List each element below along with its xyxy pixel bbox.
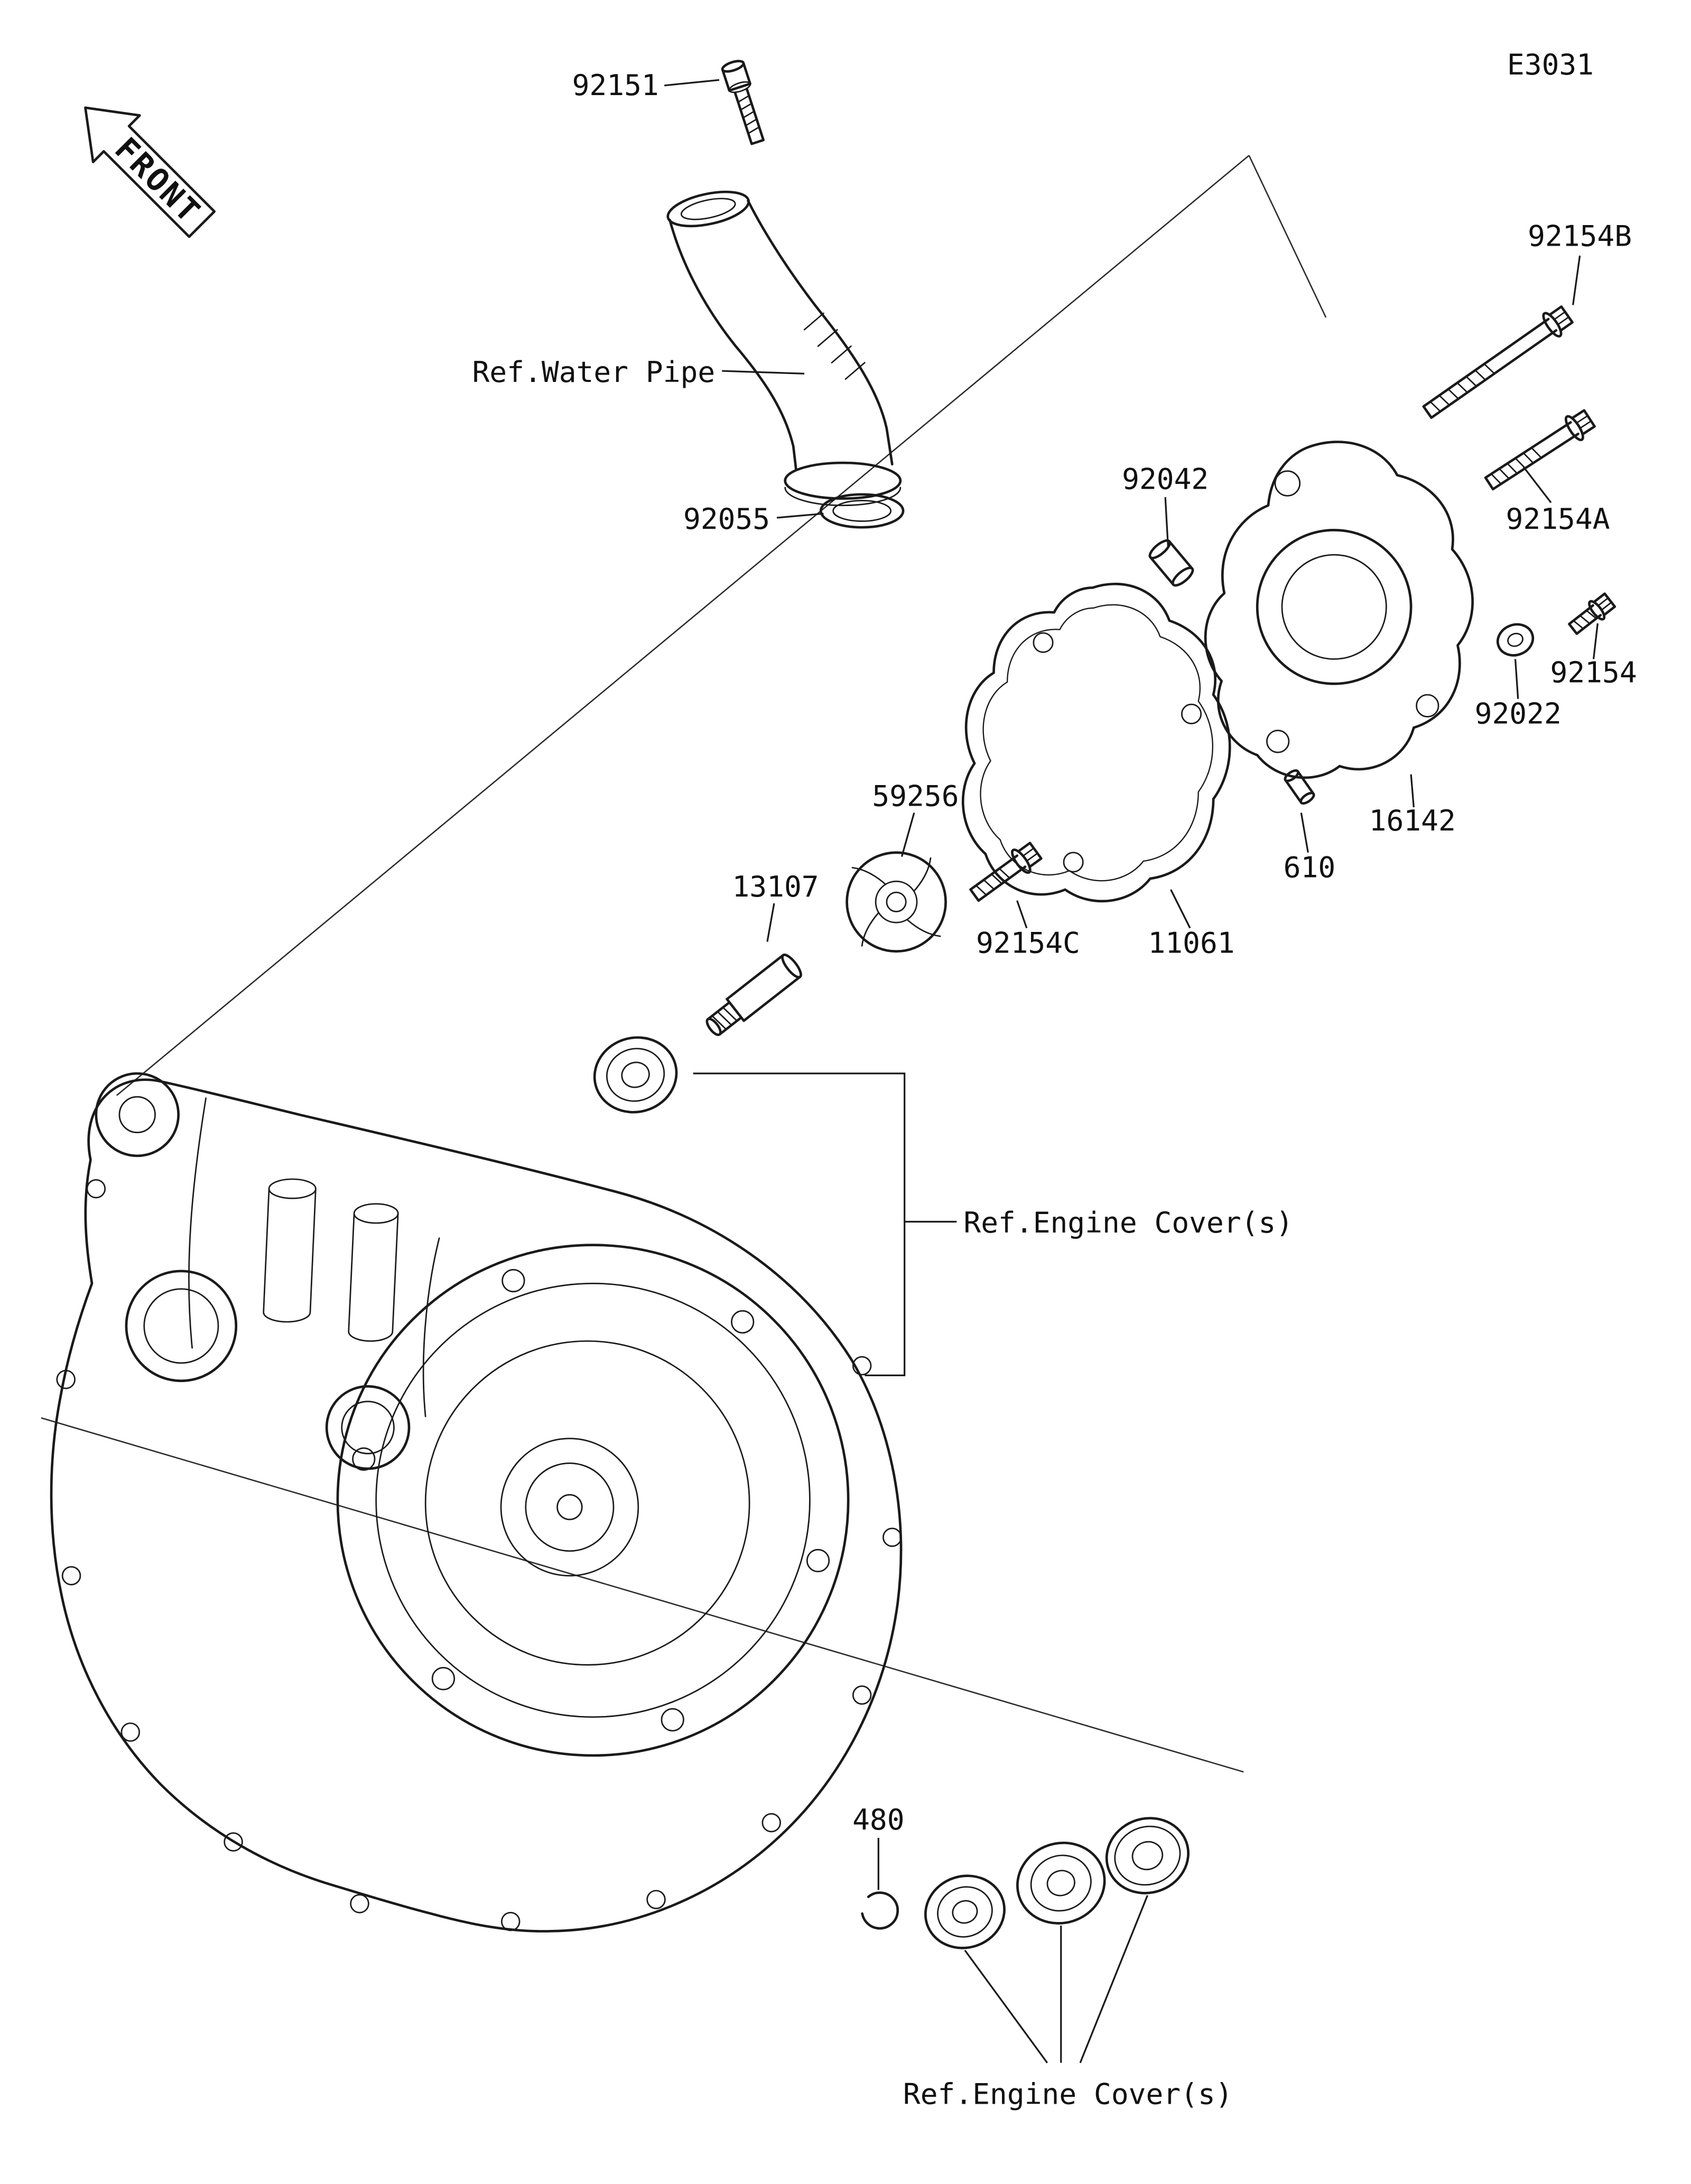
cover-left-opening (125, 1270, 238, 1383)
pipe-mouth-outer (666, 190, 750, 228)
gasket-11061 (961, 583, 1231, 903)
oil-seal-bottom (1105, 1817, 1190, 1894)
snap-ring-480 (860, 1891, 899, 1930)
cover-main-ring-3 (424, 1340, 750, 1666)
label-92055: 92055 (683, 502, 770, 536)
label-92042: 92042 (1122, 462, 1209, 496)
bolt-92154B (1422, 305, 1574, 419)
leader-engine-cover-mid (693, 1072, 957, 1376)
leader-11061 (1170, 889, 1191, 929)
bolt-92154C (969, 842, 1043, 902)
water-pump-cover-16142 (1204, 441, 1474, 779)
cover-rib-2 (422, 1237, 440, 1417)
pump-cover-outline (1204, 441, 1474, 779)
cover-seal-bore (325, 1385, 411, 1470)
pipe-inner-edge (668, 219, 797, 471)
leader-92042 (1164, 497, 1169, 547)
leader-92154 (1592, 623, 1599, 659)
bolt-92154 (1568, 592, 1616, 635)
shaft-13107 (705, 953, 802, 1037)
pump-cover-dome (1256, 529, 1413, 685)
label-610: 610 (1284, 851, 1336, 884)
cover-left-opening-inner (143, 1288, 219, 1364)
axis-line-lower (41, 1417, 1244, 1773)
engine-cover (50, 1072, 903, 1933)
label-59256: 59256 (872, 779, 959, 813)
label-13107: 13107 (732, 870, 819, 903)
cover-boss (95, 1072, 180, 1158)
pin-610 (1284, 769, 1315, 805)
label-92022: 92022 (1475, 697, 1562, 731)
leader-92154B (1572, 255, 1581, 305)
cover-hub-inner (525, 1462, 615, 1552)
label-480: 480 (852, 1803, 905, 1836)
cover-main-ring-outer (336, 1244, 850, 1757)
cover-boss-hole (118, 1096, 156, 1133)
cover-hub-hole (556, 1494, 583, 1520)
cover-main-ring-inner (375, 1282, 811, 1718)
leader-92151 (664, 79, 720, 87)
leader-92154C (1016, 900, 1028, 929)
water-pipe (666, 190, 902, 506)
axis-lines (41, 155, 1327, 1773)
label-ref-engine-cover-bottom: Ref.Engine Cover(s) (903, 2077, 1233, 2111)
leader-92154A (1522, 466, 1552, 503)
leader-lines (664, 79, 1599, 2064)
front-arrow-label: FRONT (107, 131, 208, 231)
cover-seal-bore-inner (341, 1401, 395, 1454)
label-ref-engine-cover-mid: Ref.Engine Cover(s) (963, 1206, 1293, 1239)
leader-610 (1300, 813, 1309, 853)
impeller-59256 (846, 851, 947, 953)
cover-rib-1 (188, 1097, 207, 1349)
cover-perimeter-holes (56, 1179, 902, 1931)
part-labels: E3031 92151 Ref.Water Pipe 92055 92042 9… (472, 48, 1637, 2111)
label-11061: 11061 (1148, 926, 1234, 959)
washer-92022 (1496, 623, 1535, 657)
pipe-flange-thickness (784, 487, 902, 506)
label-92151: 92151 (572, 68, 659, 102)
gasket-inner-line (980, 604, 1214, 882)
bolt-92154A (1484, 409, 1596, 491)
pipe-flange (784, 461, 902, 500)
pump-cover-dome-inner (1281, 554, 1387, 660)
cover-hub-outer (500, 1438, 639, 1576)
cover-bolt-ring (352, 1268, 830, 1732)
bearing-upper (593, 1036, 678, 1114)
leader-92022 (1514, 659, 1519, 699)
leader-water-pipe (722, 370, 805, 375)
label-16142: 16142 (1369, 804, 1456, 837)
label-92154: 92154 (1550, 656, 1637, 689)
leader-92055 (776, 512, 824, 519)
bearing-bottom-2 (1016, 1841, 1106, 1925)
pipe-outer-edge (747, 199, 894, 466)
pipe-hatching (803, 312, 866, 380)
bolt-92151 (721, 60, 765, 145)
label-92154B: 92154B (1528, 219, 1632, 253)
gasket-outline (961, 583, 1231, 903)
axis-line-corner (1248, 155, 1327, 318)
leader-13107 (766, 903, 775, 942)
leader-engine-cover-bottom (964, 1895, 1148, 2064)
label-92154C: 92154C (976, 926, 1080, 959)
o-ring-92055 (819, 493, 905, 529)
label-ref-water-pipe: Ref.Water Pipe (472, 355, 716, 389)
leader-59256 (900, 812, 915, 857)
pipe-mouth-inner (680, 198, 736, 220)
page-code-label: E3031 (1507, 48, 1594, 81)
front-arrow: FRONT (84, 106, 216, 238)
engine-cover-outline (50, 1078, 903, 1933)
axis-line-upper (116, 155, 1250, 1096)
cover-pillars (263, 1178, 399, 1342)
leader-16142 (1410, 774, 1415, 808)
collar-92042 (1148, 539, 1194, 587)
front-arrow-shape (84, 106, 216, 238)
bearing-bottom-1 (924, 1874, 1006, 1949)
label-92154A: 92154A (1506, 502, 1610, 536)
